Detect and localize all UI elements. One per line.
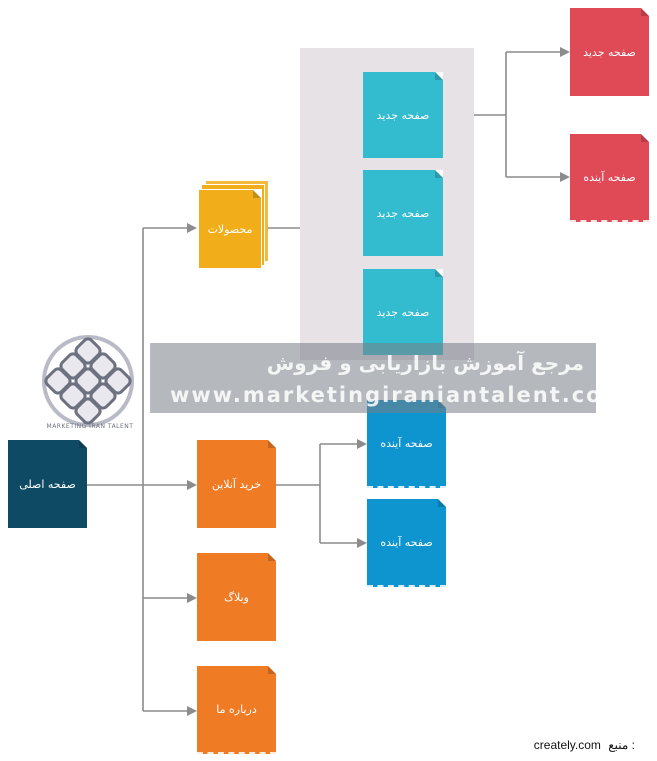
node-blue-future-page-1[interactable]: صفحه آینده: [367, 400, 446, 488]
node-about-us-label: درباره ما: [216, 702, 257, 716]
node-new-page-2[interactable]: صفحه جدید: [363, 170, 443, 256]
node-blue-future-page-2-label: صفحه آینده: [380, 535, 433, 549]
watermark-url: www.marketingiraniantalent.com: [170, 383, 627, 407]
node-blog[interactable]: وبلاگ: [197, 553, 276, 641]
diamond-grid-logo-icon: [40, 333, 136, 433]
node-new-page-3[interactable]: صفحه جدید: [363, 269, 443, 355]
node-red-new-page[interactable]: صفحه جدید: [570, 8, 649, 96]
node-products-label: محصولات: [207, 222, 253, 236]
source-credit: creately.com منبع :: [534, 738, 635, 752]
node-red-future-page-label: صفحه آینده: [583, 170, 636, 184]
node-home-label: صفحه اصلی: [19, 477, 76, 491]
source-value: creately.com: [533, 738, 601, 752]
node-red-future-page[interactable]: صفحه آینده: [570, 134, 649, 222]
node-blue-future-page-1-label: صفحه آینده: [380, 436, 433, 450]
node-new-page-2-label: صفحه جدید: [376, 206, 430, 220]
node-online-shop-label: خرید آنلاین: [211, 477, 262, 491]
node-blue-future-page-2[interactable]: صفحه آینده: [367, 499, 446, 587]
node-red-new-page-label: صفحه جدید: [583, 45, 636, 59]
watermark-banner: مرجع آموزش بازاریابی و فروش www.marketin…: [150, 343, 627, 413]
node-about-us[interactable]: درباره ما: [197, 666, 276, 754]
node-new-page-3-label: صفحه جدید: [376, 305, 430, 319]
node-new-page-1-label: صفحه جدید: [376, 108, 430, 122]
node-online-shop[interactable]: خرید آنلاین: [197, 440, 276, 528]
watermark-title: مرجع آموزش بازاریابی و فروش: [266, 351, 584, 375]
source-label: منبع :: [608, 738, 635, 752]
logo-text: MARKETING IRAN TALENT: [46, 423, 134, 430]
node-new-page-1[interactable]: صفحه جدید: [363, 72, 443, 158]
node-blog-label: وبلاگ: [224, 590, 249, 604]
node-products[interactable]: محصولات: [198, 189, 262, 269]
node-home[interactable]: صفحه اصلی: [8, 440, 87, 528]
